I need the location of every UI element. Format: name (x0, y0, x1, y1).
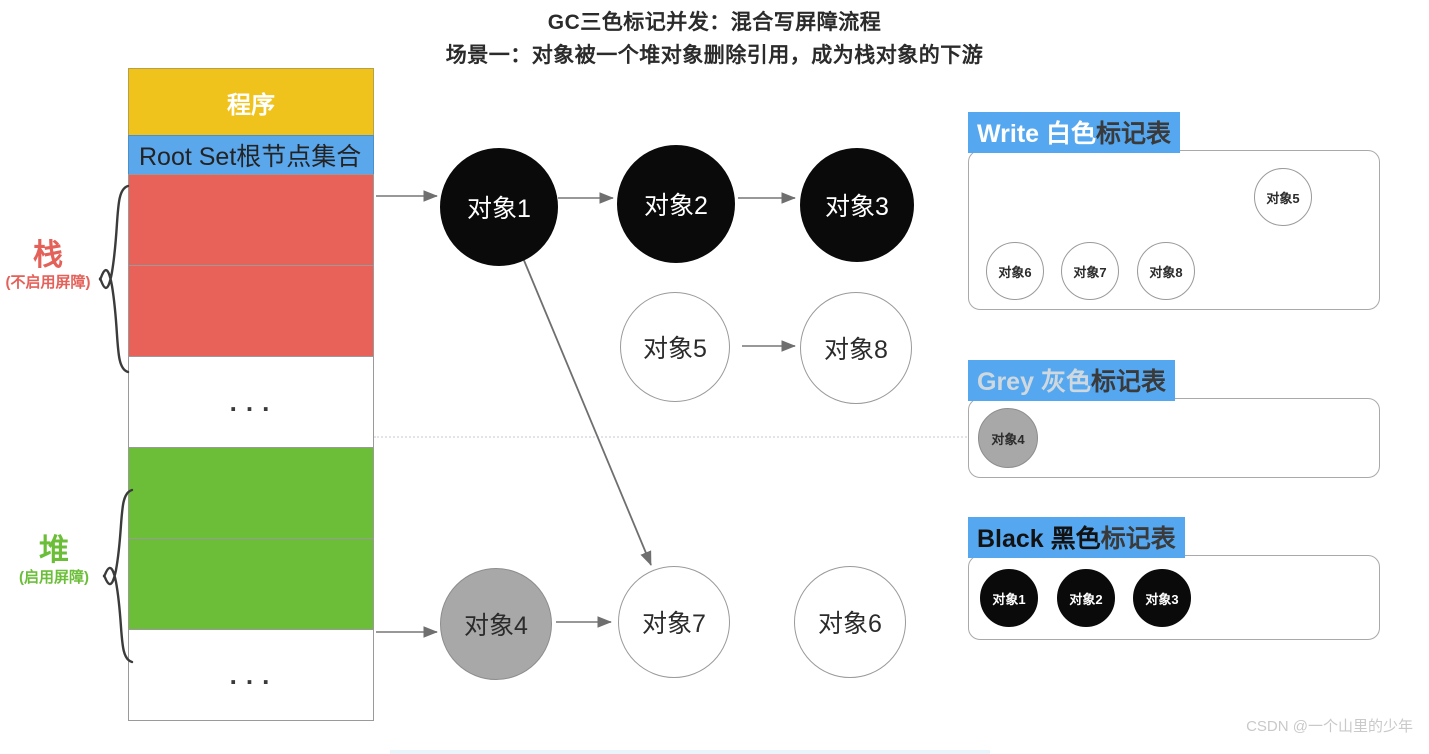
white-table-chip-obj7[interactable]: 对象7 (1061, 242, 1119, 300)
stack-label-note: (不启用屏障) (5, 273, 91, 291)
graph-node-obj3[interactable]: 对象3 (800, 148, 914, 262)
chip-label: 对象1 (992, 591, 1026, 607)
stack-label-name: 栈 (33, 239, 63, 272)
chip-label: 对象6 (998, 264, 1032, 280)
memory-cell-stack-slot-2 (128, 265, 374, 357)
edge-obj1-to-obj7 (522, 257, 652, 566)
graph-node-obj5[interactable]: 对象5 (620, 292, 730, 402)
heap-region-label: 堆 (启用屏障) (0, 535, 114, 589)
stack-brace-icon (98, 184, 132, 374)
memory-cell-stack-ellipsis: ... (128, 356, 374, 448)
white-table-header-cn: 标记表 (1096, 120, 1172, 148)
grey-table-header-highlight: 灰色 (1040, 368, 1091, 396)
graph-node-label: 对象2 (644, 192, 708, 220)
white-table-header-en: Write (977, 120, 1046, 148)
watermark-text: CSDN @一个山里的少年 (1246, 718, 1413, 735)
grey-mark-table-header: Grey 灰色标记表 (968, 360, 1175, 401)
page-title: GC三色标记并发：混合写屏障流程 (547, 11, 882, 34)
black-table-header-cn: 标记表 (1100, 525, 1176, 553)
white-mark-table: Write 白色标记表 对象5 对象6 对象7 对象8 (968, 112, 1380, 312)
graph-node-label: 对象4 (464, 612, 528, 640)
heap-label-note: (启用屏障) (19, 568, 89, 586)
chip-label: 对象5 (1266, 190, 1300, 206)
white-mark-table-header: Write 白色标记表 (968, 112, 1181, 153)
white-table-chip-obj6[interactable]: 对象6 (986, 242, 1044, 300)
grey-table-chip-obj4[interactable]: 对象4 (978, 408, 1038, 468)
graph-node-obj1[interactable]: 对象1 (440, 148, 558, 266)
stack-region-label: 栈 (不启用屏障) (0, 240, 108, 294)
heap-brace-icon (102, 488, 136, 664)
graph-node-label: 对象8 (824, 336, 888, 364)
memory-cell-program-label: 程序 (227, 91, 275, 119)
grey-table-header-cn: 标记表 (1090, 368, 1166, 396)
graph-node-obj4[interactable]: 对象4 (440, 568, 552, 680)
black-table-header-highlight: 黑色 (1050, 525, 1101, 553)
graph-node-obj6[interactable]: 对象6 (794, 566, 906, 678)
graph-node-obj8[interactable]: 对象8 (800, 292, 912, 404)
graph-node-label: 对象3 (825, 193, 889, 221)
grey-mark-table: Grey 灰色标记表 对象4 (968, 360, 1380, 480)
memory-cell-heap-slot-2 (128, 538, 374, 630)
chip-label: 对象8 (1149, 264, 1183, 280)
memory-cell-root-set-label: Root Set根节点集合 (139, 143, 362, 171)
bottom-color-band (390, 750, 990, 754)
black-mark-table-header: Black 黑色标记表 (968, 517, 1185, 558)
chip-label: 对象2 (1069, 591, 1103, 607)
heap-label-name: 堆 (39, 534, 69, 567)
graph-node-label: 对象1 (467, 195, 531, 223)
graph-node-label: 对象6 (818, 610, 882, 638)
memory-cell-root-set: Root Set根节点集合 (128, 135, 374, 175)
graph-node-obj2[interactable]: 对象2 (617, 145, 735, 263)
memory-cell-heap-slot-1 (128, 447, 374, 539)
black-table-chip-obj3[interactable]: 对象3 (1133, 569, 1191, 627)
white-table-chip-obj8[interactable]: 对象8 (1137, 242, 1195, 300)
memory-cell-heap-ellipsis: ... (128, 629, 374, 721)
stack-heap-divider (374, 436, 1378, 438)
page-subtitle: 场景一：对象被一个堆对象删除引用，成为栈对象的下游 (445, 44, 984, 67)
chip-label: 对象3 (1145, 591, 1179, 607)
memory-column: 程序 Root Set根节点集合 ... ... (128, 68, 374, 721)
black-table-chip-obj2[interactable]: 对象2 (1057, 569, 1115, 627)
chip-label: 对象4 (991, 431, 1025, 447)
black-mark-table: Black 黑色标记表 对象1 对象2 对象3 (968, 517, 1380, 642)
memory-cell-program: 程序 (128, 68, 374, 136)
black-table-header-en: Black (977, 525, 1051, 553)
graph-node-label: 对象7 (642, 610, 706, 638)
graph-node-obj7[interactable]: 对象7 (618, 566, 730, 678)
chip-label: 对象7 (1073, 264, 1107, 280)
black-table-chip-obj1[interactable]: 对象1 (980, 569, 1038, 627)
graph-node-label: 对象5 (643, 335, 707, 363)
memory-cell-stack-slot-1 (128, 174, 374, 266)
white-table-chip-obj5[interactable]: 对象5 (1254, 168, 1312, 226)
white-table-header-highlight: 白色 (1046, 120, 1097, 148)
grey-table-header-en: Grey (977, 368, 1041, 396)
